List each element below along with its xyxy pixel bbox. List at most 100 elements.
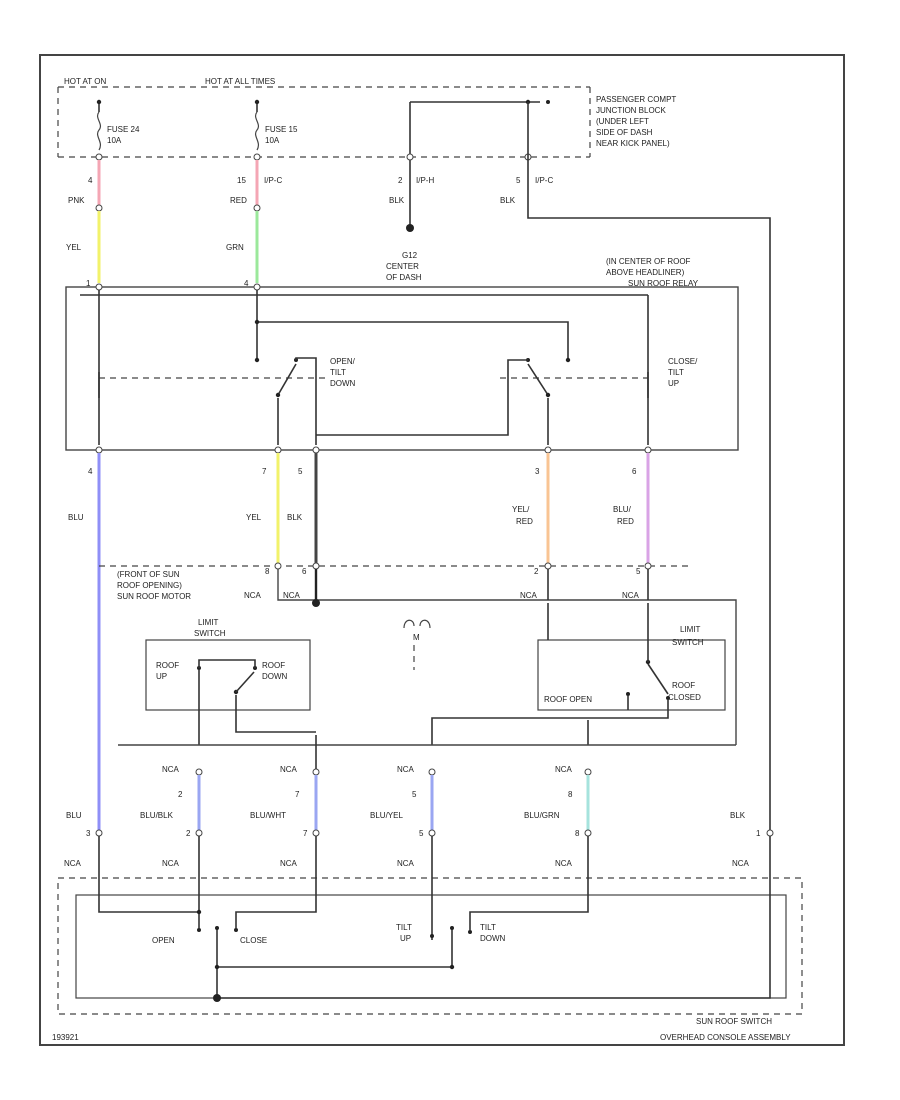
sw-nca-2: NCA [162, 859, 180, 868]
junction-block-label-1: PASSENGER COMPT [596, 95, 676, 104]
motor-conn-pin-2 [312, 562, 320, 570]
roof-down-1: ROOF [262, 661, 285, 670]
left-limit-switch-box [145, 639, 311, 711]
motor-ground-splice [312, 599, 320, 607]
diagram-frame [39, 54, 845, 1046]
sw-pin-3 [428, 829, 436, 837]
wire-label-yel-red-2: RED [516, 517, 533, 526]
roof-closed-2: CLOSED [668, 693, 701, 702]
hot-at-on-label: HOT AT ON [64, 77, 106, 86]
wire-label-yel-red-1: YEL/ [512, 505, 530, 514]
tilt-down-2: DOWN [480, 934, 506, 943]
pin4-color: BLK [500, 196, 516, 205]
wire-label-blu-red-1: BLU/ [613, 505, 632, 514]
sw-pin-3-num: 5 [419, 829, 424, 838]
sw-tilt-down-feed [469, 870, 589, 930]
bottom-nca-3: NCA [397, 765, 415, 774]
left-limit-title-2: SWITCH [194, 629, 226, 638]
close-tilt-up-1: CLOSE/ [668, 357, 698, 366]
relay-top-pin-1-num: 1 [86, 279, 91, 288]
tilt-up-2: UP [400, 934, 411, 943]
left-limit-armature [235, 671, 255, 693]
sw-close-contact [234, 928, 238, 932]
relay-location-2: ABOVE HEADLINER) [606, 268, 685, 277]
relay-bot-pin-1-num: 4 [88, 467, 93, 476]
inline-conn-2 [253, 204, 261, 212]
pin3-color: BLK [389, 196, 405, 205]
bottom-nca-4: NCA [555, 765, 573, 774]
motor-pin-1-num: 8 [265, 567, 270, 576]
sw-close-feed [235, 870, 317, 928]
relay-left-armature [277, 363, 297, 396]
sw-nca-6: NCA [732, 859, 750, 868]
roof-down-2: DOWN [262, 672, 288, 681]
sw-tilt-pivot [450, 926, 454, 930]
roof-open-label: ROOF OPEN [544, 695, 592, 704]
sw-pin-2-num: 7 [303, 829, 308, 838]
junction-block-label-3: (UNDER LEFT [596, 117, 649, 126]
sw-common-bus [217, 945, 453, 968]
bottom-top-pin-3 [428, 768, 436, 776]
bottom-nca-1: NCA [162, 765, 180, 774]
bottom-top-pin-2 [312, 768, 320, 776]
sunroof-relay-box [65, 286, 739, 451]
motor-pin-3-num: 2 [534, 567, 539, 576]
sunroof-switch-box [75, 894, 787, 999]
motor-pin-2-num: 6 [302, 567, 307, 576]
tilt-up-1: TILT [396, 923, 412, 932]
motor-nca-2: NCA [283, 591, 301, 600]
ground-g12 [406, 224, 414, 232]
sunroof-switch-boundary [57, 877, 803, 1015]
fuse15-label: FUSE 15 [265, 125, 298, 134]
motor-pin-4-num: 5 [636, 567, 641, 576]
motor-name: SUN ROOF MOTOR [117, 592, 191, 601]
bw2-num: 7 [295, 790, 300, 799]
pin4-connector: I/P-C [535, 176, 553, 185]
left-limit-title-1: LIMIT [198, 618, 219, 627]
sw-pin-4 [584, 829, 592, 837]
sunroof-switch-label: SUN ROOF SWITCH [696, 1017, 772, 1026]
relay-bot-pin-5 [644, 446, 652, 454]
sw-nca-1: NCA [64, 859, 82, 868]
relay-bot-pin-4 [544, 446, 552, 454]
right-limit-switch-box [537, 639, 726, 711]
switch-leads [98, 836, 771, 870]
fuse24-terminal-top [96, 99, 102, 105]
bw4-num: 8 [568, 790, 573, 799]
sw-nca-3: NCA [280, 859, 298, 868]
wire-label-yel: YEL [66, 243, 82, 252]
sw-pin-2 [312, 829, 320, 837]
sw-splice-open [196, 909, 202, 915]
relay-bot-pin-2-num: 7 [262, 467, 267, 476]
right-limit-armature [647, 663, 669, 695]
wire-label-blu-bottom: BLU [66, 811, 82, 820]
sw-pin-left-num: 3 [86, 829, 91, 838]
bus-bar-end [546, 100, 550, 104]
wire-blk-right [527, 102, 771, 830]
pin2-number: 15 [237, 176, 246, 185]
junction-block-label-2: JUNCTION BLOCK [596, 106, 666, 115]
relay-contact-no-left [254, 357, 260, 363]
bw3-num: 5 [412, 790, 417, 799]
sw-nca-4: NCA [397, 859, 415, 868]
close-tilt-up-3: UP [668, 379, 679, 388]
motor-conn-pin-1 [274, 562, 282, 570]
left-limit-bridge [198, 659, 256, 668]
fuse15-rating: 10A [265, 136, 280, 145]
sw-pin-right-num: 1 [756, 829, 761, 838]
junction-block-label-4: SIDE OF DASH [596, 128, 653, 137]
roof-up-1: ROOF [156, 661, 179, 670]
relay-bot-pin-2 [274, 446, 282, 454]
relay-right-common [545, 392, 551, 398]
right-limit-closed-contact [666, 696, 670, 700]
right-limit-title-1: LIMIT [680, 625, 701, 634]
inline-conn-1 [95, 204, 103, 212]
open-tilt-down-2: TILT [330, 368, 346, 377]
sw-open-close-pivot [215, 926, 219, 930]
bw1-color: BLU/BLK [140, 811, 174, 820]
wire-label-blu: BLU [68, 513, 84, 522]
wire-label-grn: GRN [226, 243, 244, 252]
motor-location-2: ROOF OPENING) [117, 581, 182, 590]
fuse24-label: FUSE 24 [107, 125, 140, 134]
